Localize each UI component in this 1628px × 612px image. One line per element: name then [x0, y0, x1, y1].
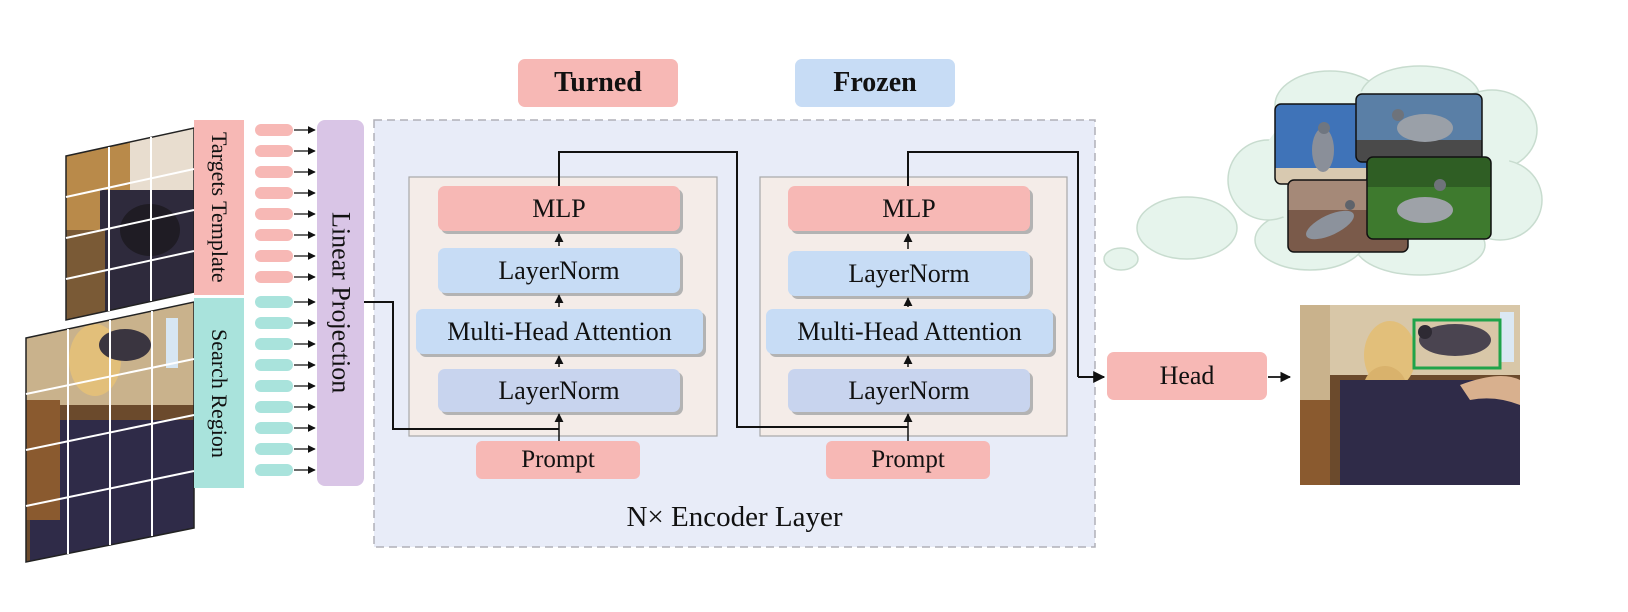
linear-projection-label: Linear Projection — [326, 212, 356, 394]
template-image — [66, 128, 194, 320]
template-tokens — [255, 124, 293, 283]
template-grid — [65, 127, 195, 321]
tracking-bounding-box — [1412, 318, 1502, 370]
flow-connectors — [364, 151, 1079, 430]
block-2-mlp: MLP — [882, 193, 936, 223]
prompt-box-2 — [826, 441, 990, 479]
head-label: Head — [1159, 361, 1215, 390]
search-grid — [25, 301, 195, 563]
pigeon-photo-2 — [1355, 93, 1483, 163]
block-2-modules — [766, 186, 1056, 415]
pigeon-photo-1 — [1274, 103, 1368, 185]
legend-frozen-swatch — [795, 59, 955, 107]
block-1-attention: Multi-Head Attention — [447, 316, 672, 346]
head-box — [1107, 352, 1267, 400]
template-bar — [194, 120, 244, 295]
pigeon-photo-4 — [1366, 156, 1492, 240]
block-1-modules — [416, 186, 706, 415]
block-2-attention: Multi-Head Attention — [797, 316, 1022, 346]
linear-projection-block — [317, 120, 364, 486]
legend-tuned-swatch — [518, 59, 678, 107]
block-2-prompt: Prompt — [871, 446, 945, 473]
block-1-prompt: Prompt — [521, 446, 595, 473]
legend-tuned-label: Turned — [554, 67, 642, 98]
encoder-caption: N× Encoder Layer — [626, 500, 843, 533]
legend-frozen-label: Frozen — [833, 67, 917, 98]
search-label: Search Region — [207, 328, 232, 458]
search-bar — [194, 298, 244, 488]
block-2-norm-bottom: LayerNorm — [848, 375, 970, 405]
block-1-mlp: MLP — [532, 193, 586, 223]
block-1-norm-top: LayerNorm — [498, 255, 620, 285]
block-2-norm-top: LayerNorm — [848, 258, 970, 288]
template-label: Targets Template — [207, 132, 232, 283]
prompt-box-1 — [476, 441, 640, 479]
block-1-norm-bottom: LayerNorm — [498, 375, 620, 405]
search-tokens — [255, 296, 293, 476]
output-image — [1300, 305, 1520, 485]
token-arrows — [294, 126, 316, 474]
